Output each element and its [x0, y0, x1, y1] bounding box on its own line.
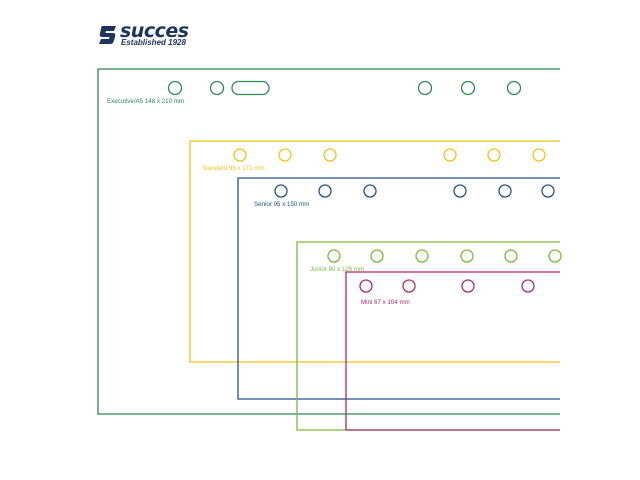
brand-name: succes [120, 20, 189, 42]
mini-hole [359, 279, 373, 293]
standard-label: Standard 95 x 171 mm [202, 165, 265, 172]
junior-hole [415, 249, 429, 263]
junior-hole [548, 249, 562, 263]
standard-hole [443, 148, 457, 162]
mini-outline [345, 271, 560, 431]
executive-hole [506, 80, 522, 96]
brand-logo: succes Established 1928 [98, 20, 198, 48]
format-senior [237, 177, 560, 400]
senior-hole [453, 184, 467, 198]
executive-hole [209, 80, 225, 96]
mini-hole [402, 279, 416, 293]
junior-hole [327, 249, 341, 263]
format-standard [189, 140, 560, 363]
format-executive [97, 68, 560, 415]
executive-hole [167, 80, 183, 96]
junior-hole [460, 249, 474, 263]
mini-hole [521, 279, 535, 293]
senior-hole [541, 184, 555, 198]
brand-tagline: Established 1928 [121, 38, 186, 47]
junior-label: Junior 80 x 125 mm [310, 266, 364, 273]
executive-hole [460, 80, 476, 96]
mini-label: Mini 67 x 104 mm [361, 299, 410, 306]
executive-hole [417, 80, 433, 96]
mini-hole [461, 279, 475, 293]
senior-label: Senior 95 x 150 mm [254, 201, 309, 208]
senior-hole [274, 184, 288, 198]
junior-hole [370, 249, 384, 263]
standard-hole [532, 148, 546, 162]
junior-hole [504, 249, 518, 263]
standard-hole [233, 148, 247, 162]
succes-s-logo-icon [99, 26, 116, 44]
executive-label: Executive/A5 148 x 210 mm [107, 98, 184, 105]
senior-outline [237, 177, 560, 400]
executive-outline [97, 68, 560, 415]
standard-hole [323, 148, 337, 162]
standard-hole [278, 148, 292, 162]
format-mini [345, 271, 560, 431]
senior-hole [318, 184, 332, 198]
standard-outline [189, 140, 560, 363]
senior-hole [363, 184, 377, 198]
executive-slot-hole [231, 80, 270, 96]
standard-hole [487, 148, 501, 162]
senior-hole [498, 184, 512, 198]
